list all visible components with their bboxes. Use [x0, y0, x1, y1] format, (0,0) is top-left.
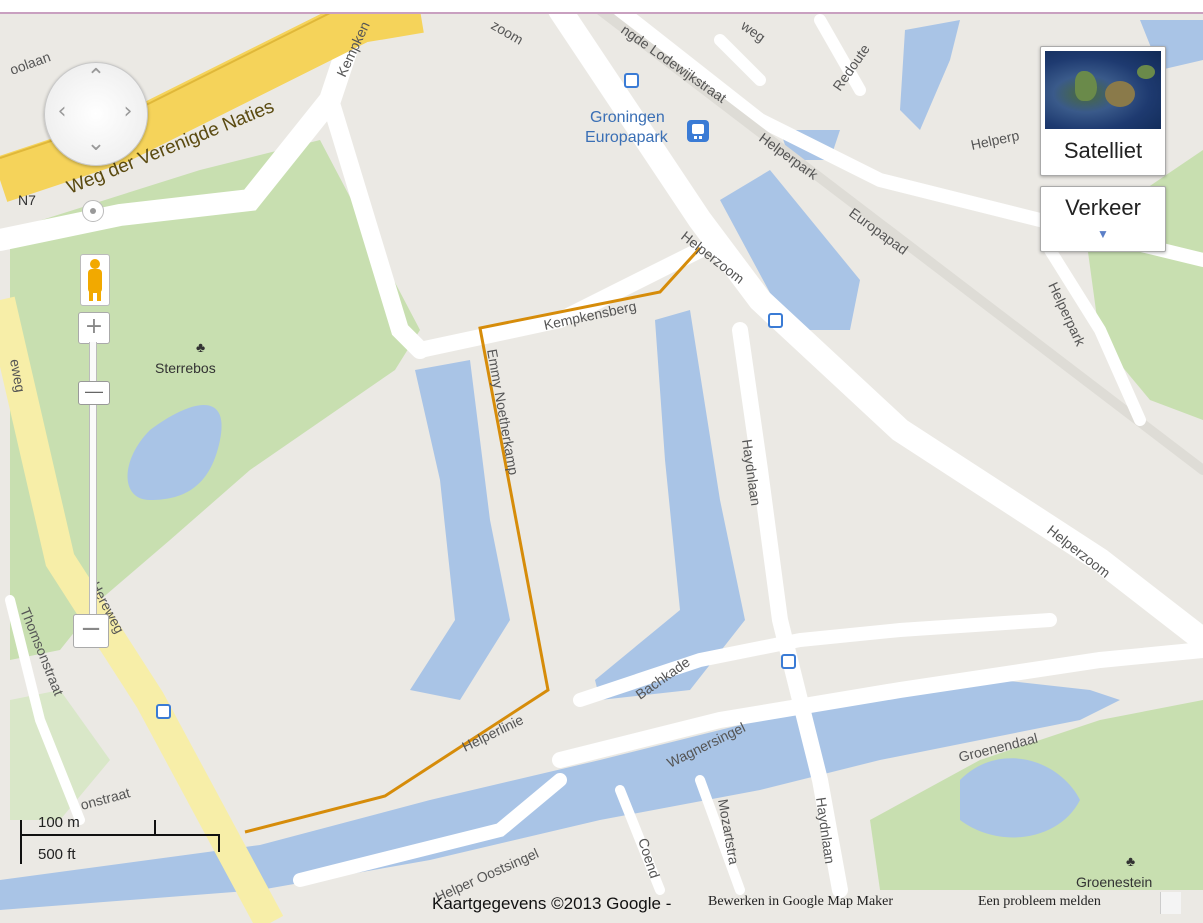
pan-control[interactable]: ⌃ ⌄ ‹ ›: [44, 62, 148, 166]
map-footer: Kaartgegevens ©2013 Google - Bewerken in…: [410, 888, 1203, 920]
traffic-label: Verkeer: [1065, 195, 1141, 220]
label-hereweg-upper: eweg: [7, 358, 29, 394]
scale-metric: 100 m: [38, 814, 80, 831]
pan-up-icon[interactable]: ⌃: [86, 65, 106, 90]
bus-stop-icon[interactable]: [781, 654, 796, 669]
zoom-in-button[interactable]: +: [78, 312, 110, 344]
corner-toggle-icon[interactable]: [1160, 892, 1181, 914]
traffic-button[interactable]: Verkeer ▼: [1040, 186, 1166, 252]
canal-west: [410, 360, 510, 700]
park-sterrebos: [10, 140, 420, 660]
canal-center: [595, 310, 745, 700]
satellite-thumbnail: [1045, 51, 1161, 129]
tree-icon-groenestein: ♣: [1126, 853, 1135, 869]
pond-groenestein: [960, 758, 1080, 838]
label-station-line1: Groningen: [590, 109, 665, 126]
label-station-line2: Europapark: [585, 129, 669, 146]
report-problem-link[interactable]: Een probleem melden: [978, 894, 1101, 909]
park-southwest: [10, 690, 110, 820]
pegman-icon[interactable]: [80, 254, 110, 306]
pan-down-icon[interactable]: ⌄: [86, 131, 106, 156]
rotate-reset-icon[interactable]: [82, 200, 104, 222]
route-line: [244, 246, 702, 834]
scale-imperial: 500 ft: [38, 846, 76, 863]
zoom-slider-thumb[interactable]: —: [78, 381, 110, 405]
map-data-credit: Kaartgegevens ©2013 Google -: [432, 894, 672, 913]
window-top-edge: [0, 0, 1203, 14]
bus-stop-icon[interactable]: [768, 313, 783, 328]
label-sterrebos: Sterrebos: [155, 360, 216, 376]
train-station-icon[interactable]: [687, 120, 709, 142]
scale-bar: 100 m 500 ft: [20, 812, 230, 872]
label-n7: N7: [18, 192, 36, 208]
bus-stop-icon[interactable]: [156, 704, 171, 719]
chevron-down-icon: ▼: [1097, 227, 1109, 241]
road-network: [0, 0, 1203, 898]
satellite-label: Satelliet: [1063, 138, 1143, 163]
pond-helperpark: [720, 170, 860, 330]
zoom-slider-track[interactable]: [89, 342, 97, 620]
satellite-button[interactable]: Satelliet: [1040, 46, 1166, 176]
pond-sterrebos: [127, 405, 222, 500]
label-groenestein: Groenestein: [1076, 874, 1152, 890]
pan-left-icon[interactable]: ‹: [57, 99, 67, 124]
map-maker-link[interactable]: Bewerken in Google Map Maker: [708, 894, 894, 909]
tree-icon: ♣: [196, 339, 205, 355]
bus-stop-icon[interactable]: [624, 73, 639, 88]
zoom-out-button[interactable]: −: [73, 614, 109, 648]
canal-northeast: [900, 20, 960, 130]
pan-right-icon[interactable]: ›: [123, 99, 133, 124]
river-south: [0, 680, 1120, 910]
